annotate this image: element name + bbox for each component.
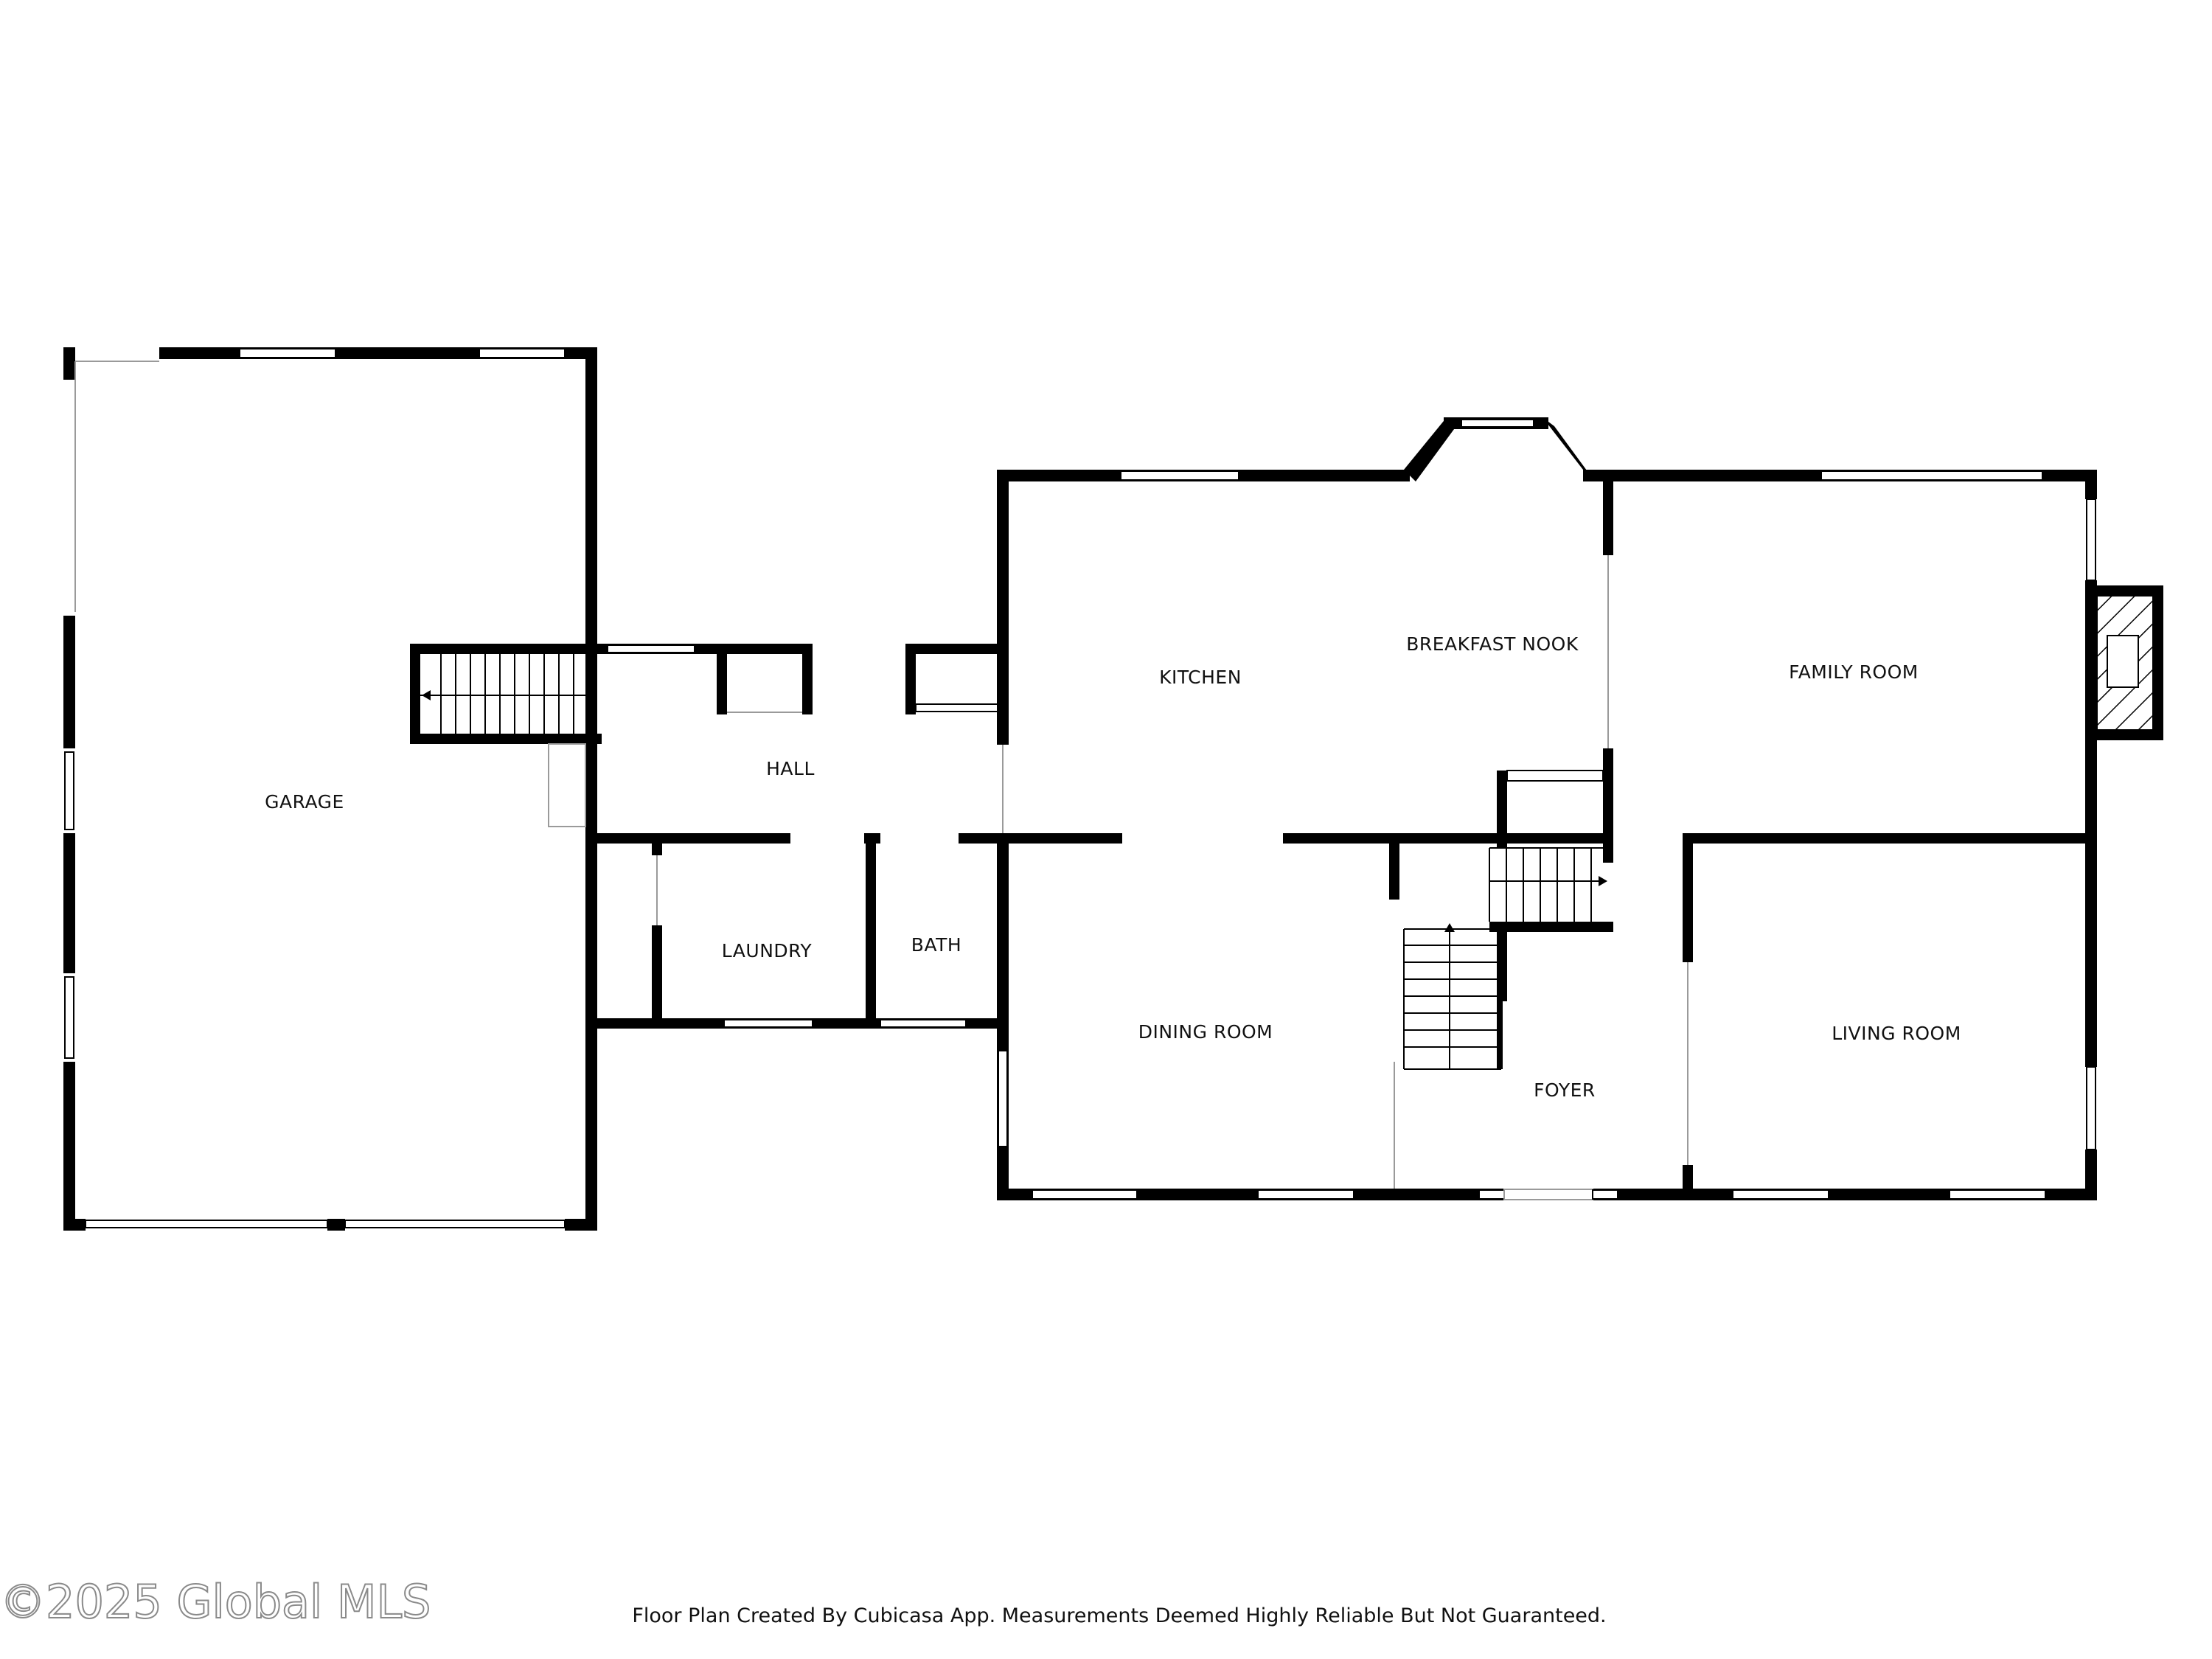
room-label-family-room: FAMILY ROOM [1789, 661, 1919, 683]
hall-walls [585, 634, 1009, 1029]
room-label-garage: GARAGE [265, 791, 344, 813]
arrow-left-icon [422, 690, 431, 700]
garage-stairs [410, 644, 602, 827]
garage-walls [63, 347, 597, 1231]
room-label-hall: HALL [766, 758, 815, 779]
main-stairs [1403, 833, 1613, 1070]
garage-windows [64, 348, 566, 1059]
room-label-bath: BATH [911, 934, 961, 956]
house-walls [997, 417, 2163, 1200]
room-label-breakfast-nook: BREAKFAST NOOK [1406, 633, 1579, 655]
disclaimer: Floor Plan Created By Cubicasa App. Meas… [632, 1604, 1606, 1627]
room-label-kitchen: KITCHEN [1159, 667, 1242, 688]
garage-doors [85, 1220, 566, 1228]
arrow-up-icon [1444, 923, 1455, 932]
room-label-foyer: FOYER [1534, 1079, 1596, 1101]
room-label-laundry: LAUNDRY [722, 940, 813, 961]
watermark: ©2025 Global MLS [0, 1575, 431, 1629]
room-label-living-room: LIVING ROOM [1832, 1023, 1961, 1044]
room-label-dining-room: DINING ROOM [1138, 1021, 1273, 1043]
arrow-right-icon [1599, 876, 1607, 886]
